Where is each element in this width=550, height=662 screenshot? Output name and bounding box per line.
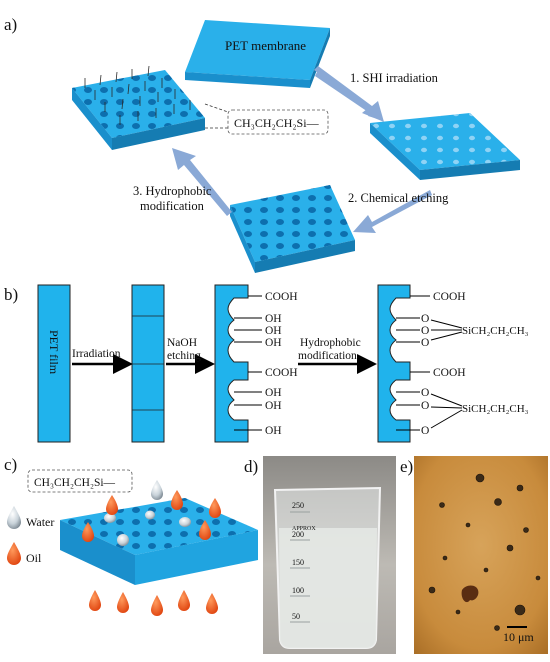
callout-leader-top bbox=[204, 103, 229, 113]
panel-e: e) 10 μm bbox=[400, 456, 548, 654]
modification-label-line1: Hydrophobic bbox=[300, 337, 361, 349]
callout-formula-c: CH₃CH₂CH₂Si— bbox=[34, 477, 116, 489]
modified-film bbox=[377, 284, 411, 443]
oil-legend-label: Oil bbox=[26, 551, 42, 565]
pet-film-label: PET film bbox=[47, 330, 61, 375]
beaker-mark-250: 250 bbox=[292, 501, 304, 510]
group-oh-3: OH bbox=[265, 337, 282, 349]
mod-group-cooh-2: COOH bbox=[433, 367, 466, 379]
beaker-mark-50: 50 bbox=[292, 612, 300, 621]
panel-a: a) PET membrane bbox=[4, 15, 520, 273]
beaker-mark-150: 150 bbox=[292, 558, 304, 567]
callout-box bbox=[227, 109, 329, 135]
scale-bar-label: 10 μm bbox=[503, 630, 534, 644]
step3-arrow bbox=[172, 148, 232, 216]
etched-membrane-block bbox=[230, 185, 355, 273]
oil-droplets-top bbox=[82, 490, 221, 542]
group-oh-2: OH bbox=[265, 325, 282, 337]
pet-membrane-block bbox=[185, 20, 330, 88]
panel-c-label: c) bbox=[4, 455, 17, 474]
micrograph-dark-spot bbox=[461, 585, 479, 603]
mod-group-cooh-1: COOH bbox=[433, 291, 466, 303]
step2-arrow bbox=[353, 190, 432, 233]
irradiated-membrane-block bbox=[370, 113, 520, 180]
irradiation-label: Irradiation bbox=[72, 348, 121, 360]
panel-b: b) PET film Irradiation NaOH etching bbox=[4, 284, 529, 443]
irradiated-film bbox=[131, 284, 165, 443]
callout-formula: CH₃CH₂CH₂Si— bbox=[234, 116, 320, 130]
group-oh-4: OH bbox=[265, 387, 282, 399]
panel-b-label: b) bbox=[4, 285, 18, 304]
step2-label: 2. Chemical etching bbox=[348, 191, 449, 205]
panel-e-label: e) bbox=[400, 457, 413, 476]
oil-legend-icon bbox=[7, 542, 21, 565]
group-cooh-2: COOH bbox=[265, 367, 298, 379]
group-oh-6: OH bbox=[265, 425, 282, 437]
beaker-mark-200: 200 bbox=[292, 530, 304, 539]
panel-c: c) CH₃CH₂CH₂Si— bbox=[4, 455, 258, 616]
beaker-graduations bbox=[290, 511, 310, 623]
beaker-mark-100: 100 bbox=[292, 586, 304, 595]
callout-box-c bbox=[27, 469, 133, 493]
panel-d: d) APPROX 250 200 150 100 50 bbox=[244, 456, 396, 654]
mod-group-o-5: O bbox=[421, 400, 429, 412]
panel-d-label: d) bbox=[244, 457, 258, 476]
pet-film-rect bbox=[37, 284, 71, 443]
mod-group-o-1: O bbox=[421, 313, 429, 325]
step3-label-line2: modification bbox=[140, 199, 205, 213]
beaker-liquid bbox=[279, 528, 377, 648]
step3-label-line1: 3. Hydrophobic bbox=[133, 184, 212, 198]
step1-arrow bbox=[314, 66, 384, 122]
etched-film-groups bbox=[234, 295, 262, 431]
pet-membrane-label: PET membrane bbox=[225, 38, 306, 53]
water-legend-label: Water bbox=[26, 515, 54, 529]
oil-droplets-bottom bbox=[89, 590, 218, 616]
group-cooh-1: COOH bbox=[265, 291, 298, 303]
mod-group-o-4: O bbox=[421, 387, 429, 399]
micrograph bbox=[414, 456, 548, 654]
mod-group-o-2: O bbox=[421, 325, 429, 337]
etching-label-line2: etching bbox=[167, 350, 201, 362]
micrograph-droplets bbox=[428, 473, 541, 631]
modified-film-bonds bbox=[396, 295, 463, 431]
beaker-approx: APPROX bbox=[292, 526, 316, 532]
modification-label-line2: modification bbox=[298, 350, 357, 362]
step1-label: 1. SHI irradiation bbox=[350, 71, 439, 85]
water-droplets bbox=[104, 480, 191, 546]
mod-group-o-3: O bbox=[421, 337, 429, 349]
water-legend-icon bbox=[7, 506, 21, 529]
modified-membrane-block bbox=[72, 65, 205, 150]
group-oh-1: OH bbox=[265, 313, 282, 325]
mod-group-silane-2: SiCH₂CH₂CH₃ bbox=[462, 403, 529, 415]
etching-label-line1: NaOH bbox=[167, 337, 197, 349]
etched-film bbox=[214, 284, 249, 443]
group-oh-5: OH bbox=[265, 400, 282, 412]
mod-group-o-6: O bbox=[421, 425, 429, 437]
mod-group-silane-1: SiCH₂CH₂CH₃ bbox=[462, 325, 529, 337]
panel-a-label: a) bbox=[4, 15, 17, 34]
